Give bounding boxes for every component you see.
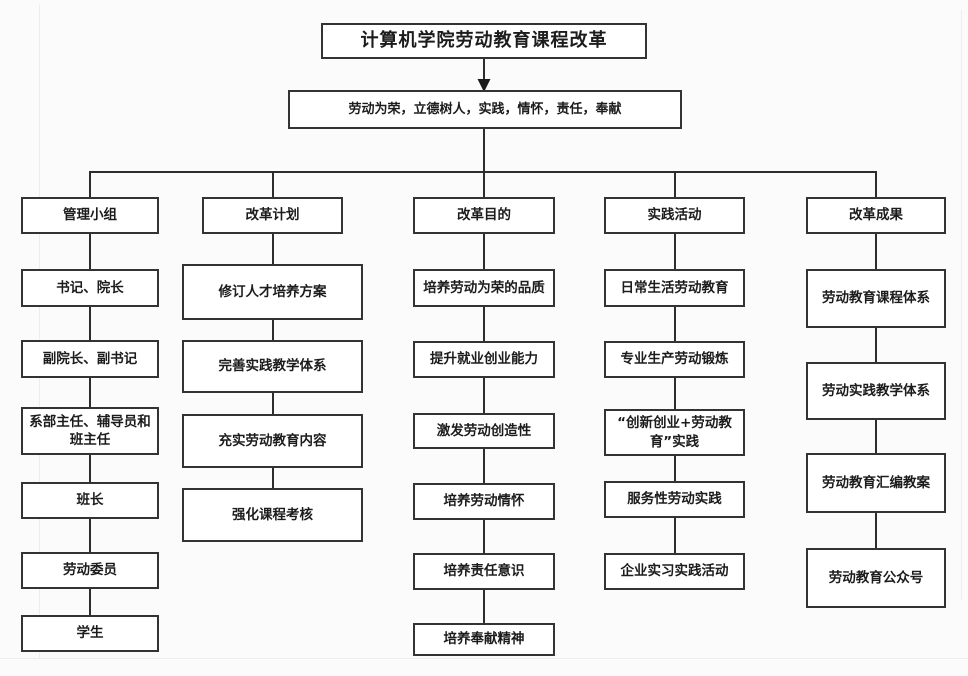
node-enrich-labor-education-content: 充实劳动教育内容 — [182, 414, 363, 468]
node-management-group: 管理小组 — [21, 197, 159, 234]
node-reform-plan: 改革计划 — [202, 197, 343, 234]
page-artifact-lines — [0, 4, 968, 659]
node-class-monitor: 班长 — [21, 482, 159, 519]
node-students: 学生 — [21, 615, 159, 652]
node-labor-education-official-account: 劳动教育公众号 — [806, 548, 946, 608]
node-dept-heads-counselors: 系部主任、辅导员和班主任 — [21, 407, 159, 455]
node-stimulate-labor-creativity: 激发劳动创造性 — [413, 413, 555, 449]
node-title: 计算机学院劳动教育课程改革 — [321, 23, 647, 59]
node-cultivate-responsibility: 培养责任意识 — [413, 553, 555, 590]
node-motto: 劳动为荣，立德树人，实践，情怀，责任，奉献 — [288, 90, 682, 129]
node-improve-practice-teaching: 完善实践教学体系 — [182, 340, 363, 393]
node-labor-practice-teaching-system: 劳动实践教学体系 — [806, 362, 946, 420]
node-strengthen-course-assessment: 强化课程考核 — [182, 488, 363, 542]
node-innovation-entrepreneurship-practice: “创新创业+劳动教育”实践 — [604, 409, 745, 456]
node-labor-course-system: 劳动教育课程体系 — [806, 269, 946, 328]
node-daily-life-labor-education: 日常生活劳动教育 — [604, 269, 745, 307]
node-labor-education-compiled-plans: 劳动教育汇编教案 — [806, 453, 946, 513]
flow-lines — [89, 59, 877, 623]
node-reform-achievements: 改革成果 — [806, 197, 946, 234]
node-reform-purpose: 改革目的 — [413, 197, 555, 234]
arrowhead-down-icon — [477, 79, 491, 92]
node-labor-committee-member: 劳动委员 — [21, 552, 159, 589]
node-cultivate-dedication: 培养奉献精神 — [413, 623, 555, 656]
node-enhance-employment-ability: 提升就业创业能力 — [413, 341, 555, 378]
node-vice-dean-vice-secretary: 副院长、副书记 — [21, 340, 159, 378]
node-cultivate-labor-pride: 培养劳动为荣的品质 — [413, 269, 555, 307]
node-practice-activities: 实践活动 — [604, 197, 745, 234]
node-professional-production-labor: 专业生产劳动锻炼 — [604, 341, 745, 378]
node-cultivate-labor-sentiment: 培养劳动情怀 — [413, 483, 555, 520]
node-enterprise-internship-practice: 企业实习实践活动 — [604, 553, 745, 590]
node-secretary-dean: 书记、院长 — [21, 269, 159, 307]
node-revise-talent-plan: 修订人才培养方案 — [182, 264, 363, 320]
node-service-labor-practice: 服务性劳动实践 — [604, 481, 745, 518]
